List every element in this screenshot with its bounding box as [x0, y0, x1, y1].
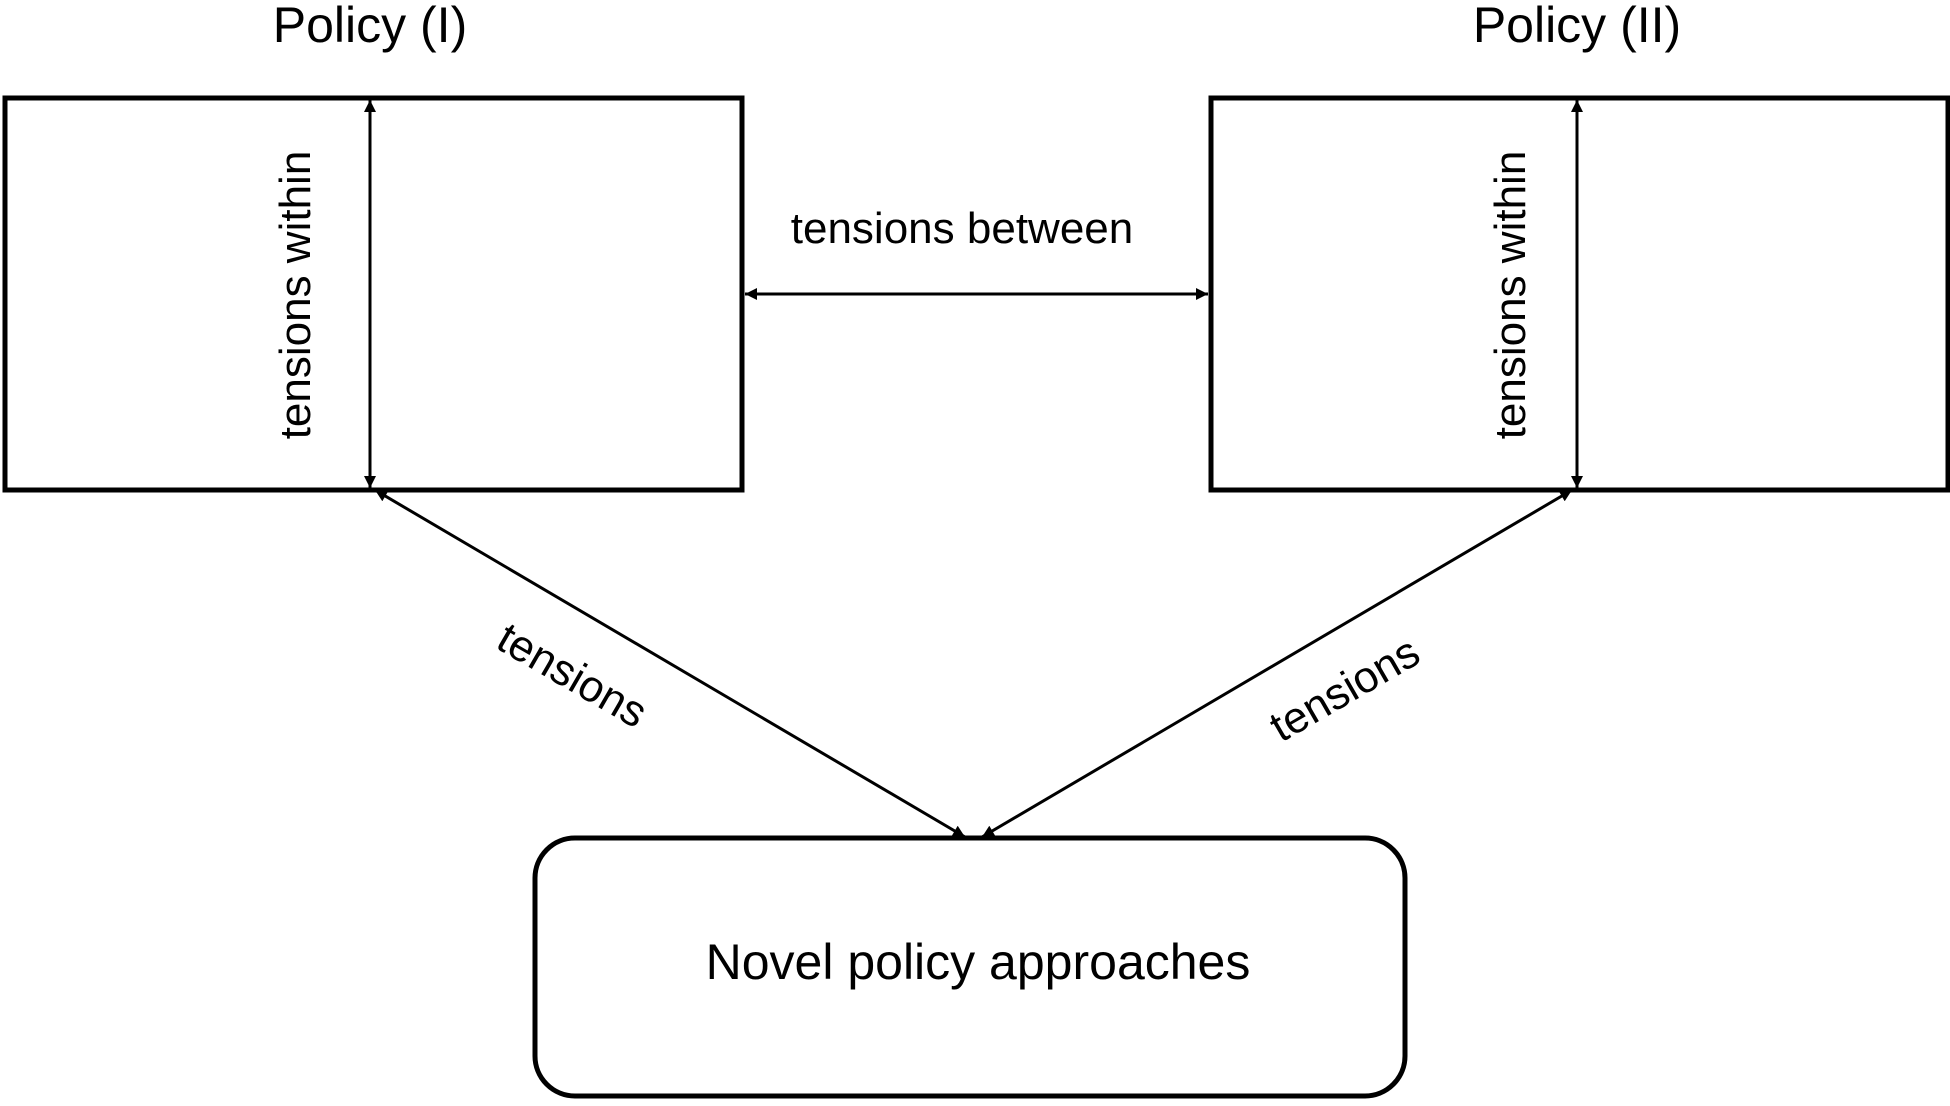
policy-two-title: Policy (II)	[1473, 0, 1681, 53]
novel-policy-box	[532, 835, 1408, 1099]
policy-two-within-label: tensions within	[1486, 151, 1535, 440]
left-diagonal-label: tensions	[489, 613, 655, 737]
policy-one-box	[2, 95, 745, 493]
right-diagonal-label: tensions	[1262, 627, 1428, 751]
policy-one-title: Policy (I)	[273, 0, 467, 53]
policy-two-box	[1208, 95, 1950, 493]
left-diagonal-arrow	[374, 488, 966, 839]
policy-one-within-label: tensions within	[271, 151, 320, 440]
right-diagonal-arrow	[981, 488, 1573, 839]
novel-policy-label: Novel policy approaches	[706, 934, 1251, 990]
between-label: tensions between	[791, 204, 1133, 253]
